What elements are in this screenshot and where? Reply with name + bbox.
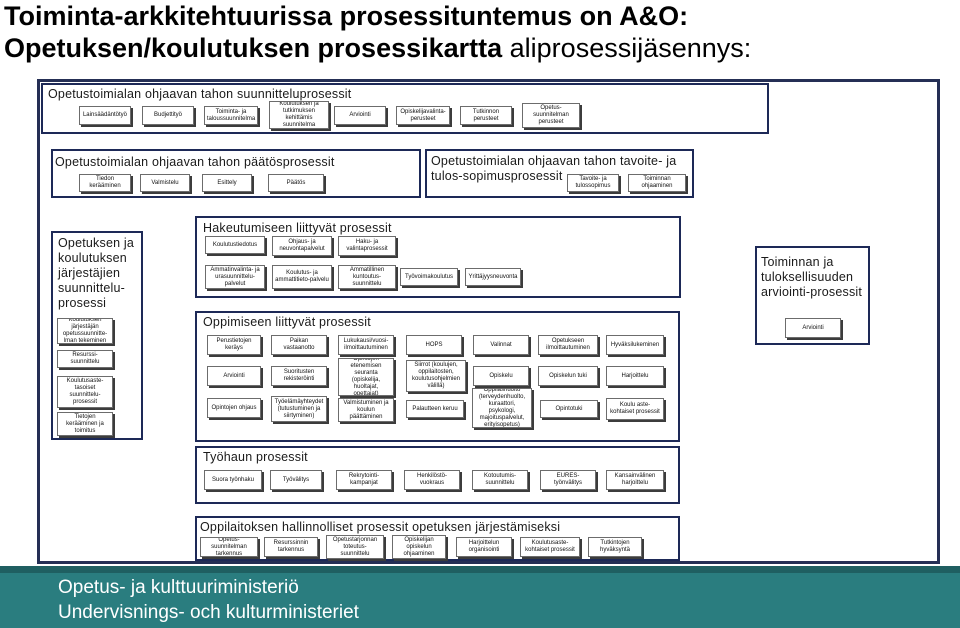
tyohaun-title: Työhaun prosessit	[203, 450, 308, 464]
oppimiseen-box: Opiskelun tuki	[538, 366, 598, 386]
oppimiseen-box: HOPS	[406, 335, 462, 355]
oppimiseen-box: Opintotuki	[540, 400, 598, 418]
tyohaun-box: Rekrytointi-kampanjat	[336, 470, 392, 490]
suunnittelu-box: Lainsäädäntötyö	[79, 106, 131, 125]
arviointi-box: Arviointi	[785, 318, 841, 338]
hakeutumiseen-title: Hakeutumiseen liittyvät prosessit	[203, 221, 392, 235]
tyohaun-box: Henkilöstö-vuokraus	[404, 470, 460, 490]
paatos-box: Päätös	[268, 174, 324, 192]
hakeutumiseen-box: Ohjaus- ja neuvontapalvelut	[272, 236, 332, 256]
jarjestajien-box: Koulutusaste-tasoiset suunnittelu-proses…	[57, 376, 113, 408]
oppimiseen-box: Opintojen ohjaus	[207, 398, 261, 418]
tyohaun-box: Työvälitys	[270, 470, 322, 490]
oppimiseen-box: Valmistuminen ja koulun päättäminen	[338, 398, 394, 422]
footer-stripe	[0, 566, 960, 573]
suunnittelu-box: Opetus-suunnitelman perusteet	[522, 103, 580, 128]
jarjestajien-title: Opetuksen ja koulutuksen järjestäjien su…	[58, 236, 135, 310]
page-subtitle: Opetuksen/koulutuksen prosessikartta ali…	[4, 33, 751, 63]
jarjestajien-box: Resurssi-suunnittelu	[57, 350, 113, 368]
subtitle-bold: Opetuksen/koulutuksen prosessikartta	[4, 33, 503, 63]
tavoite-box: Toiminnan ohjaaminen	[628, 174, 686, 192]
oppimiseen-box: Paikan vastaanotto	[271, 335, 327, 355]
oppimiseen-box: Työelämäyhteydet (tutustuminen ja siirty…	[271, 396, 327, 422]
hakeutumiseen-box: Ammatinvalinta- ja urasuunnittelu-palvel…	[205, 265, 265, 289]
suunnittelu-box: Toiminta- ja taloussuunnitelma	[204, 106, 258, 125]
hallinnolliset-box: Opiskelijan opiskelun ohjaaminen	[392, 535, 446, 559]
ministry-name-sv: Undervisnings- och kulturministeriet	[58, 602, 359, 623]
suunnittelu-box: Budjettityö	[142, 106, 194, 125]
jarjestajien-box: Koulutuksen järjestäjän opetussuunnitte-…	[57, 318, 113, 344]
hallinnolliset-box: Opetustarjonnan toteutus-suunnittelu	[326, 535, 384, 559]
arviointi-title: Toiminnan ja tuloksellisuuden arviointi-…	[761, 255, 863, 299]
hakeutumiseen-box: Koulutus- ja ammattitieto-palvelu	[272, 265, 332, 289]
page-title: Toiminta-arkkitehtuurissa prosessituntem…	[4, 1, 689, 31]
oppimiseen-title: Oppimiseen liittyvät prosessit	[203, 315, 371, 329]
suunnittelu-box: Koulutuksen ja tutkimuksen kehittämis su…	[269, 101, 329, 129]
hakeutumiseen-box: Työvoimakoulutus	[400, 268, 458, 286]
hallinnolliset-box: Koulutusaste-kohtaiset prosessit	[520, 537, 580, 557]
oppimiseen-box: Koulu aste-kohtaiset prosessit	[606, 398, 664, 420]
paatos-box: Tiedon kerääminen	[79, 174, 131, 192]
hakeutumiseen-box: Koulutustiedotus	[205, 236, 265, 254]
tyohaun-box: Kansainvälinen harjoittelu	[606, 470, 664, 490]
hakeutumiseen-box: Haku- ja valintaprosessit	[338, 236, 396, 256]
oppimiseen-box: Valinnat	[473, 335, 529, 355]
oppimiseen-box: Opintojen etenemisen seuranta (opiskelij…	[338, 358, 394, 396]
subtitle-rest: aliprosessijäsennys:	[502, 33, 752, 63]
paatos-box: Esittely	[202, 174, 252, 192]
oppimiseen-box: Oppilashuolto (terveydenhuolto, kuraatto…	[472, 388, 532, 428]
footer-band: Opetus- ja kulttuuriministeriö Undervisn…	[0, 566, 960, 628]
tyohaun-box: Suora työnhaku	[204, 470, 262, 490]
oppimiseen-box: Palautteen keruu	[406, 400, 464, 418]
jarjestajien-box: Tietojen kerääminen ja toimitus	[57, 412, 113, 436]
tyohaun-box: EURES-työnvälitys	[540, 470, 596, 490]
ministry-name-fi: Opetus- ja kulttuuriministeriö	[58, 577, 299, 598]
tavoite-box: Tavoite- ja tulossopimus	[567, 174, 619, 192]
suunnittelu-box: Tutkinnon perusteet	[460, 106, 512, 125]
oppimiseen-box: Arviointi	[207, 366, 261, 386]
suunnittelu-box: Opiskelijavalinta-perusteet	[396, 106, 450, 125]
paatos-title: Opetustoimialan ohjaavan tahon päätöspro…	[55, 155, 335, 169]
oppimiseen-box: Siirrot (koulujen, oppilaitosten, koulut…	[406, 360, 466, 392]
hallinnolliset-box: Resurssinnin tarkennus	[264, 537, 318, 557]
oppimiseen-box: Opiskelu	[473, 366, 529, 386]
oppimiseen-box: Suoritusten rekisteröinti	[271, 366, 327, 386]
oppimiseen-box: Lukukausi/vuosi-ilmoittautuminen	[338, 335, 394, 355]
hallinnolliset-box: Harjoittelun organisointi	[456, 537, 512, 557]
hallinnolliset-title: Oppilaitoksen hallinnolliset prosessit o…	[200, 520, 561, 534]
suunnittelu-title: Opetustoimialan ohjaavan tahon suunnitte…	[48, 87, 352, 101]
tyohaun-box: Kotoutumis-suunnittelu	[472, 470, 528, 490]
hakeutumiseen-box: Yrittäjyysneuvonta	[465, 268, 521, 286]
hakeutumiseen-box: Ammatillinen kuntoutus-suunnittelu	[338, 265, 396, 289]
oppimiseen-box: Harjoittelu	[606, 366, 664, 386]
suunnittelu-box: Arviointi	[334, 106, 386, 125]
hallinnolliset-box: Tutkintojen hyväksyntä	[588, 537, 642, 557]
paatos-box: Valmistelu	[140, 174, 190, 192]
tavoite-title: Opetustoimialan ohjaavan tahon tavoite- …	[431, 154, 677, 183]
oppimiseen-box: Perustietojen keräys	[207, 335, 261, 355]
oppimiseen-box: Hyväksilukeminen	[606, 335, 664, 355]
hallinnolliset-box: Opetus-suunnitelman tarkennus	[200, 537, 258, 557]
oppimiseen-box: Opetukseen ilmoittautuminen	[538, 335, 598, 355]
